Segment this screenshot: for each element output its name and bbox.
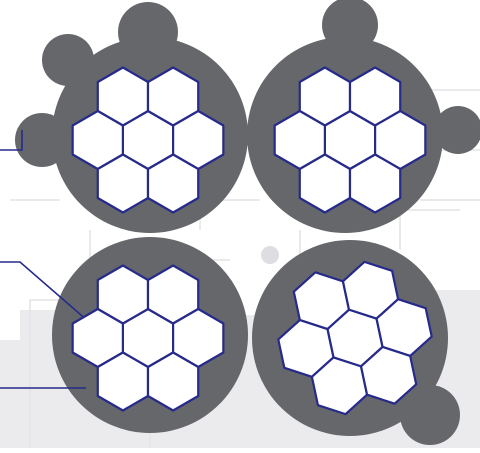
backdrop-dot: [261, 246, 279, 264]
disc-bottom-right-bump: [400, 385, 460, 445]
disc-top-left-bump-upper-left: [42, 34, 94, 86]
disc-top-left-bump-top: [118, 2, 178, 62]
disc-top-left-bump-left: [15, 113, 69, 167]
disc-top-right-bump-right: [434, 106, 480, 154]
